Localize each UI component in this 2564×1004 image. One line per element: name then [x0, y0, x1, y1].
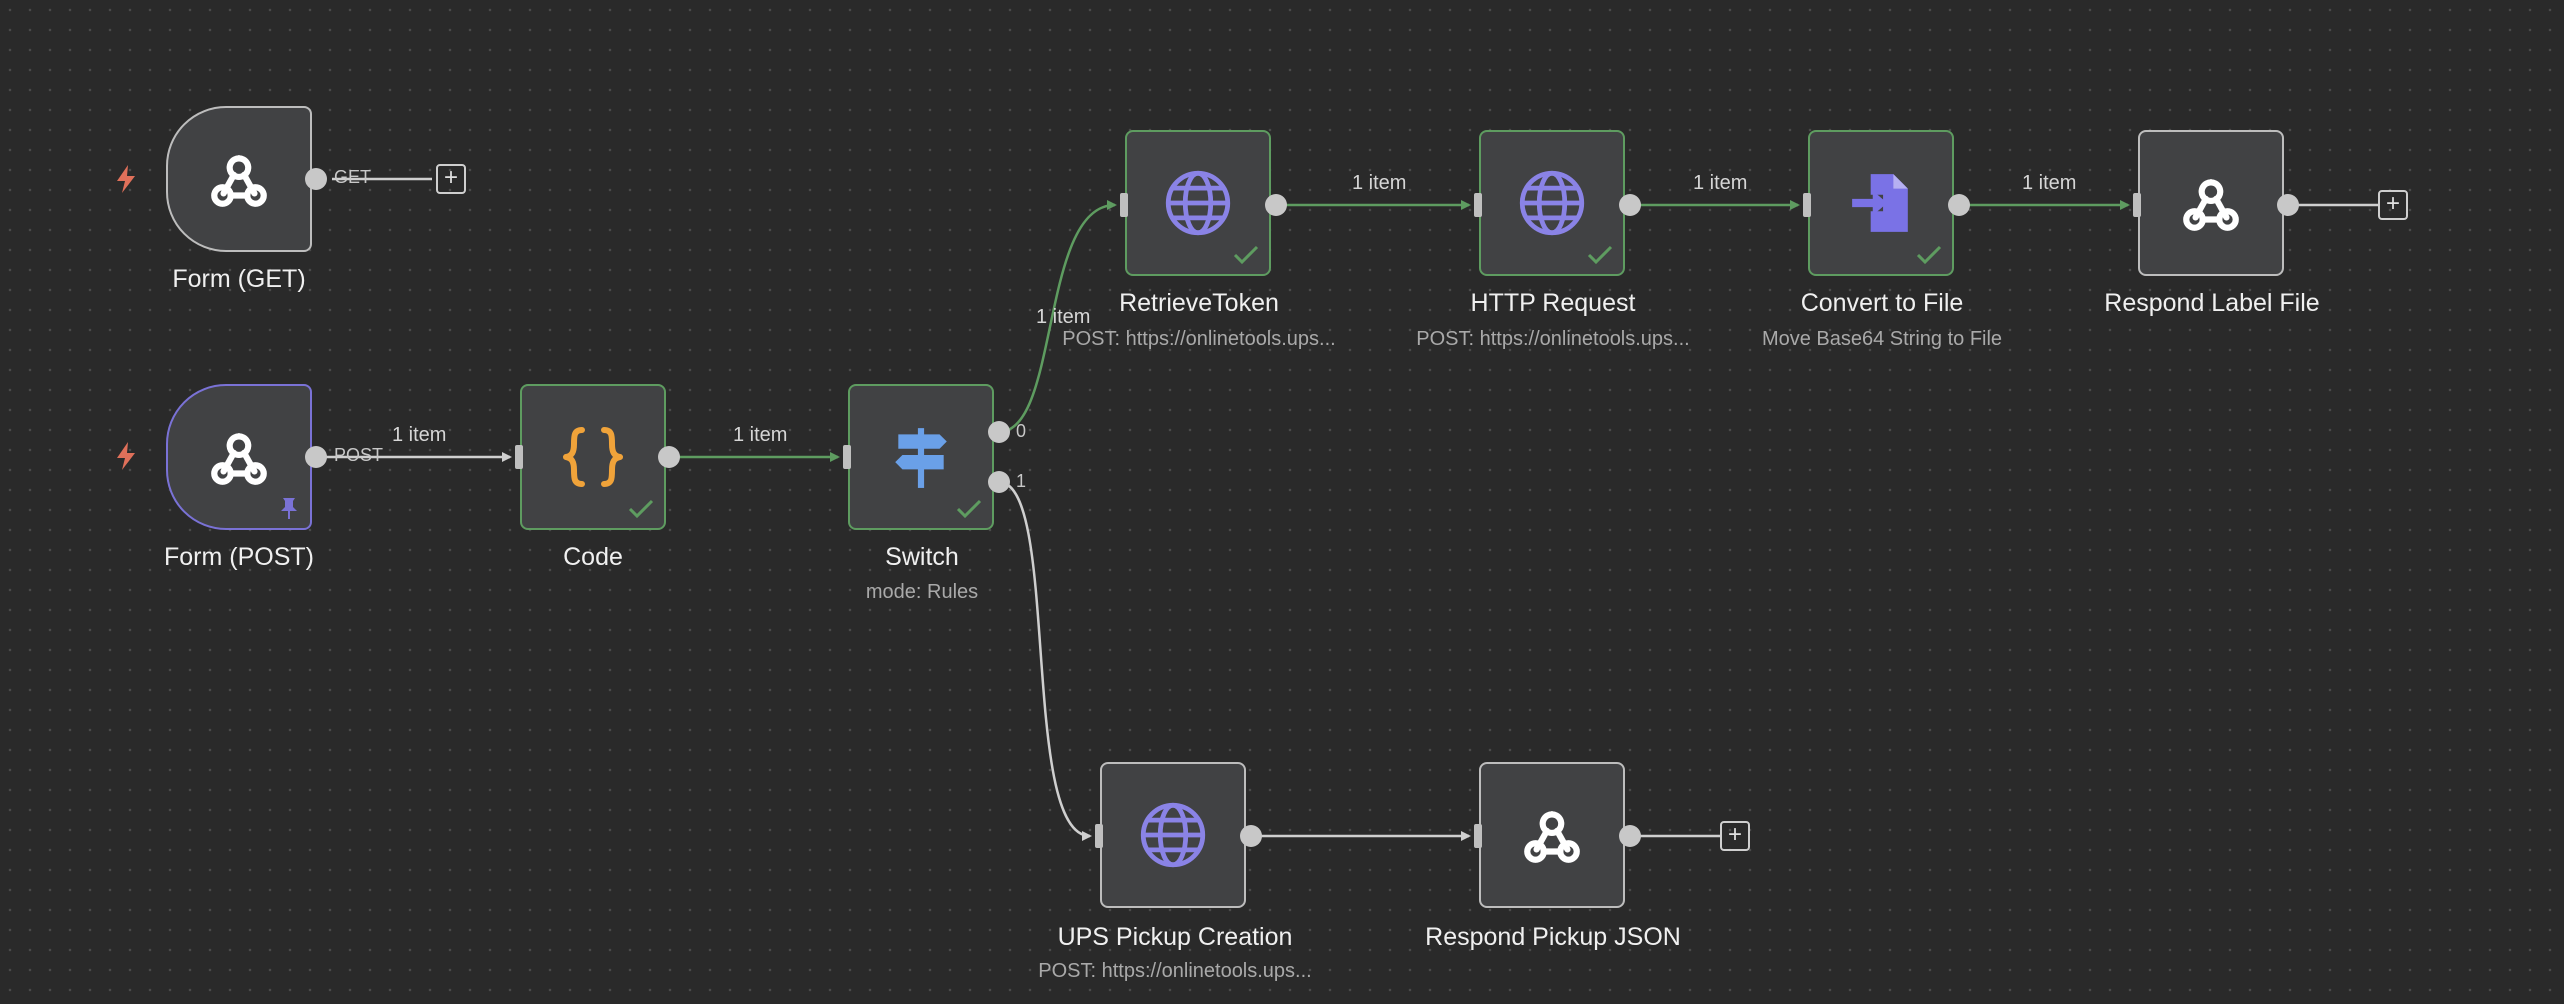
- output-port-http-request[interactable]: [1619, 194, 1641, 216]
- file-convert-icon: [1852, 174, 1908, 232]
- output-port-switch-1[interactable]: [988, 471, 1010, 493]
- node-code[interactable]: [520, 384, 666, 530]
- edge-label-item-count: 1 item: [1036, 306, 1091, 328]
- node-title-retrievetoken: RetrieveToken: [1119, 289, 1279, 317]
- signpost-icon: [895, 428, 947, 488]
- webhook-icon: [211, 155, 267, 207]
- connection-switch-to-retrievetoken[interactable]: [998, 200, 1117, 434]
- node-title-form-get: Form (GET): [172, 265, 306, 293]
- node-title-switch: Switch: [885, 543, 959, 571]
- output-port-switch-0[interactable]: [988, 421, 1010, 443]
- input-port-retrievetoken[interactable]: [1120, 193, 1128, 217]
- node-title-ups-pickup-creation: UPS Pickup Creation: [1057, 923, 1293, 951]
- webhook-icon: [1524, 811, 1580, 863]
- node-title-http-request: HTTP Request: [1470, 289, 1636, 317]
- add-node-button[interactable]: +: [436, 164, 466, 194]
- output-label-get: GET: [334, 167, 372, 187]
- output-port-post[interactable]: [305, 446, 327, 468]
- input-port-code[interactable]: [515, 445, 523, 469]
- output-label-switch-0: 0: [1016, 421, 1027, 441]
- input-port-convert-to-file[interactable]: [1803, 193, 1811, 217]
- node-title-form-post: Form (POST): [164, 543, 314, 571]
- code-braces-icon: [563, 427, 623, 487]
- node-convert-to-file[interactable]: [1808, 130, 1954, 276]
- webhook-icon: [2183, 179, 2239, 231]
- input-port-ups-pickup-creation[interactable]: [1095, 824, 1103, 848]
- node-ups-pickup-creation[interactable]: [1100, 762, 1246, 908]
- output-port-ups-pickup-creation[interactable]: [1240, 825, 1262, 847]
- output-port-respond-pickup-json[interactable]: [1619, 825, 1641, 847]
- node-subtitle-retrievetoken: POST: https://onlinetools.ups...: [1062, 328, 1336, 350]
- input-port-switch[interactable]: [843, 445, 851, 469]
- node-title-respond-pickup-json: Respond Pickup JSON: [1425, 923, 1681, 951]
- output-port-code[interactable]: [658, 446, 680, 468]
- node-respond-label-file[interactable]: [2138, 130, 2284, 276]
- node-title-convert-to-file: Convert to File: [1800, 289, 1964, 317]
- globe-icon: [1165, 170, 1231, 236]
- success-check-icon: [956, 499, 982, 519]
- edge-label-item-count: 1 item: [1352, 172, 1407, 194]
- success-check-icon: [1916, 245, 1942, 265]
- edge-label-item-count: 1 item: [2022, 172, 2077, 194]
- webhook-icon: [211, 433, 267, 485]
- node-title-code: Code: [563, 543, 623, 571]
- node-retrievetoken[interactable]: [1125, 130, 1271, 276]
- success-check-icon: [628, 499, 654, 519]
- input-port-respond-pickup-json[interactable]: [1474, 824, 1482, 848]
- node-subtitle-switch: mode: Rules: [865, 581, 979, 603]
- add-node-button[interactable]: +: [2378, 190, 2408, 220]
- success-check-icon: [1233, 245, 1259, 265]
- pin-icon: [281, 498, 297, 519]
- node-subtitle-convert-to-file: Move Base64 String to File: [1761, 328, 2003, 350]
- add-node-button[interactable]: +: [1720, 821, 1750, 851]
- edge-label-item-count: 1 item: [733, 424, 788, 446]
- node-http-request[interactable]: [1479, 130, 1625, 276]
- globe-icon: [1140, 802, 1206, 868]
- node-subtitle-ups-pickup-creation: POST: https://onlinetools.ups...: [1038, 960, 1312, 982]
- trigger-bolt-icon: [117, 165, 135, 193]
- output-label-switch-1: 1: [1016, 471, 1027, 491]
- node-respond-pickup-json[interactable]: [1479, 762, 1625, 908]
- edge-label-item-count: 1 item: [1693, 172, 1748, 194]
- node-form-post[interactable]: [166, 384, 312, 530]
- input-port-http-request[interactable]: [1474, 193, 1482, 217]
- trigger-bolt-icon: [117, 442, 135, 470]
- node-subtitle-http-request: POST: https://onlinetools.ups...: [1416, 328, 1690, 350]
- input-port-respond-label-file[interactable]: [2133, 193, 2141, 217]
- globe-icon: [1519, 170, 1585, 236]
- output-port-get[interactable]: [305, 168, 327, 190]
- success-check-icon: [1587, 245, 1613, 265]
- connection-switch-to-ups-pickup[interactable]: [998, 480, 1092, 841]
- output-label-post: POST: [334, 445, 384, 465]
- edge-label-item-count: 1 item: [392, 424, 447, 446]
- output-port-convert-to-file[interactable]: [1948, 194, 1970, 216]
- node-form-get[interactable]: [166, 106, 312, 252]
- node-switch[interactable]: [848, 384, 994, 530]
- node-title-respond-label-file: Respond Label File: [2104, 289, 2320, 317]
- output-port-retrievetoken[interactable]: [1265, 194, 1287, 216]
- output-port-respond-label-file[interactable]: [2277, 194, 2299, 216]
